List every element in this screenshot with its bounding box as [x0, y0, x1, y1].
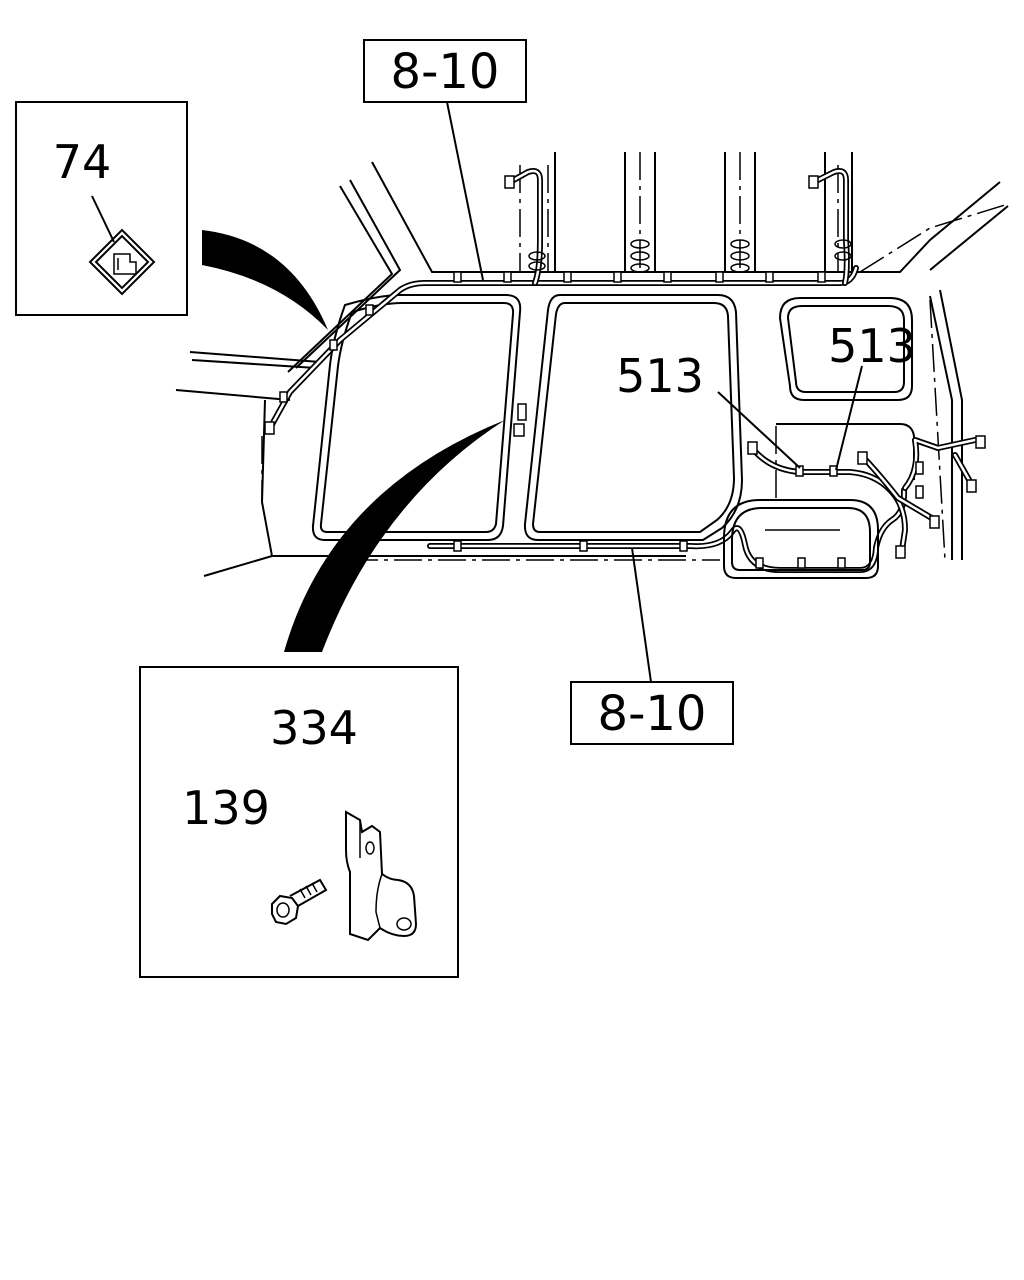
clip-74-icon	[88, 228, 156, 296]
part-label-513-left: 513	[616, 349, 704, 403]
wiring-harness	[267, 168, 978, 579]
ref-callout-top: 8-10	[363, 39, 527, 103]
part-label-334: 334	[270, 701, 358, 755]
detail-pointer-334	[284, 420, 505, 652]
part-label-139: 139	[182, 781, 270, 835]
detail-pointer-74	[202, 230, 328, 330]
ref-callout-top-label: 8-10	[391, 44, 500, 100]
harness-clips	[264, 175, 986, 569]
door-openings	[311, 294, 744, 541]
part-label-513-right: 513	[828, 319, 916, 373]
ref-callout-bottom: 8-10	[570, 681, 734, 745]
bracket-icon	[345, 810, 418, 942]
part-label-74: 74	[53, 135, 112, 189]
detail-box-334: 334 139	[139, 666, 459, 978]
ref-callout-bottom-label: 8-10	[598, 686, 707, 742]
vehicle-body-outline	[175, 152, 1009, 577]
detail-box-74: 74	[15, 101, 188, 316]
bolt-icon	[271, 878, 328, 926]
